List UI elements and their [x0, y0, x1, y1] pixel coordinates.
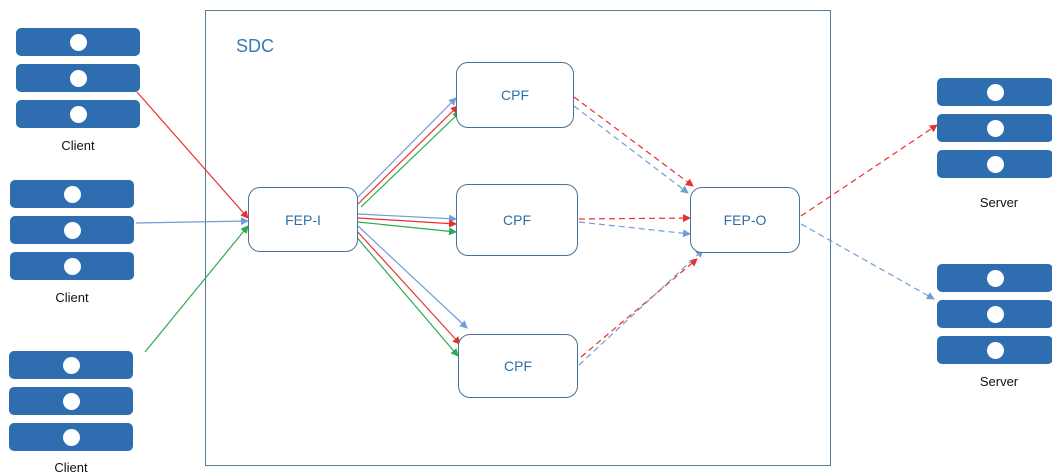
fep-o-node: FEP-O	[690, 187, 800, 253]
led-icon	[69, 69, 87, 87]
sdc-container	[205, 10, 831, 466]
led-icon	[986, 269, 1004, 287]
fepo-to-server1-red	[800, 124, 938, 217]
fep-o-label: FEP-O	[723, 212, 767, 228]
cpf3-to-fepo-blue	[578, 249, 704, 366]
cpf-bottom-node: CPF	[458, 334, 578, 398]
client-rack-3	[9, 351, 133, 459]
server-unit	[9, 351, 133, 379]
cpf-bottom-label: CPF	[504, 358, 532, 374]
client-label-2: Client	[55, 290, 89, 305]
fepo-to-server2-blue	[800, 223, 935, 300]
server-unit	[9, 387, 133, 415]
server-unit	[9, 423, 133, 451]
cpf3-to-fepo-red	[580, 258, 698, 358]
fepi-to-cpf3-green	[353, 233, 459, 357]
fepi-to-cpf1-blue	[354, 97, 457, 201]
fep-i-node: FEP-I	[248, 187, 358, 252]
server-unit	[16, 100, 140, 128]
server-rack-2	[937, 264, 1052, 372]
led-icon	[986, 119, 1004, 137]
cpf-top-node: CPF	[456, 62, 574, 128]
led-icon	[63, 257, 81, 275]
led-icon	[69, 33, 87, 51]
cpf-mid-node: CPF	[456, 184, 578, 256]
server-unit	[10, 252, 134, 280]
led-icon	[62, 356, 80, 374]
server-label-1: Server	[979, 195, 1019, 210]
led-icon	[63, 185, 81, 203]
server-unit	[937, 300, 1052, 328]
cpf2-to-fepo-red	[578, 214, 691, 223]
server-unit	[10, 216, 134, 244]
fepi-to-cpf1-green	[360, 111, 461, 208]
client2-to-fepi-line	[135, 217, 249, 226]
server-unit	[937, 264, 1052, 292]
led-icon	[986, 305, 1004, 323]
cpf-mid-label: CPF	[503, 212, 531, 228]
cpf-top-label: CPF	[501, 87, 529, 103]
cpf2-to-fepo-blue	[578, 221, 691, 238]
fepi-to-cpf3-red	[355, 229, 461, 345]
client-rack-2	[10, 180, 134, 288]
client-label-3: Client	[54, 460, 88, 474]
server-unit	[937, 336, 1052, 364]
led-icon	[69, 105, 87, 123]
led-icon	[63, 221, 81, 239]
sdc-label: SDC	[236, 36, 275, 56]
server-rack-1	[937, 78, 1052, 186]
client3-to-fepi-line	[144, 225, 249, 353]
fepi-to-cpf2-red	[357, 217, 457, 228]
led-icon	[62, 428, 80, 446]
fepi-to-cpf2-blue	[357, 213, 457, 223]
client1-to-fepi-line	[136, 91, 249, 219]
fep-i-label: FEP-I	[285, 211, 321, 228]
server-unit	[937, 150, 1052, 178]
client-label-1: Client	[61, 138, 95, 153]
led-icon	[62, 392, 80, 410]
cpf1-to-fepo-red	[573, 96, 694, 187]
server-unit	[937, 114, 1052, 142]
fepi-to-cpf2-green	[357, 221, 457, 236]
cpf1-to-fepo-blue	[573, 105, 689, 194]
led-icon	[986, 83, 1004, 101]
led-icon	[986, 155, 1004, 173]
server-unit	[10, 180, 134, 208]
server-unit	[16, 64, 140, 92]
fepi-to-cpf3-blue	[357, 225, 468, 329]
client-rack-1	[16, 28, 140, 136]
server-label-2: Server	[979, 374, 1019, 389]
server-unit	[937, 78, 1052, 106]
led-icon	[986, 341, 1004, 359]
fepi-to-cpf1-red	[357, 105, 459, 205]
server-unit	[16, 28, 140, 56]
